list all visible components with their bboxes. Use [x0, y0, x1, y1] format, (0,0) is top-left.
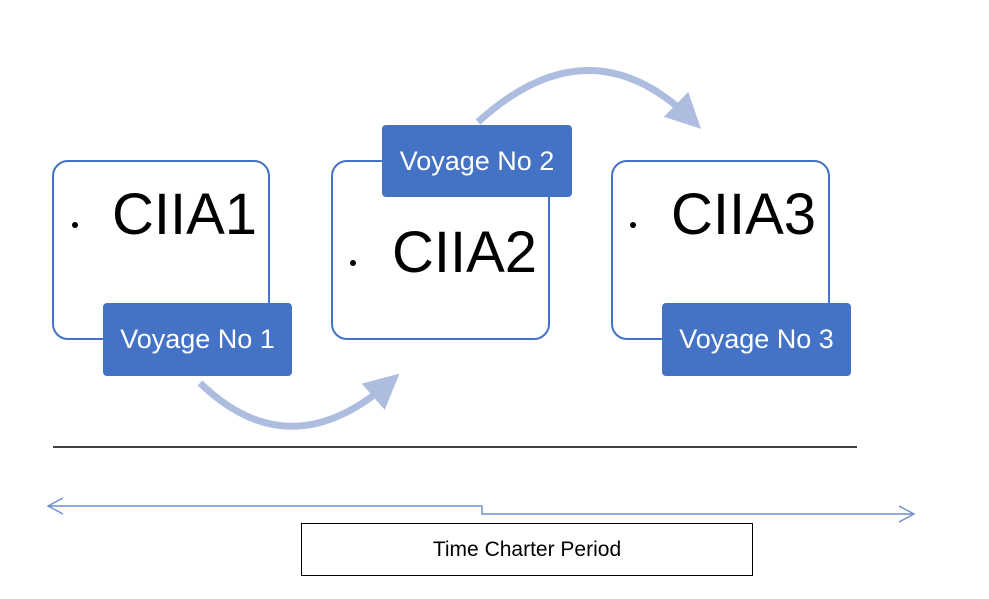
step-label-2: CIIA2: [392, 220, 538, 285]
curved-arrow-2-to-3: [475, 67, 702, 129]
voyage-badge-1: Voyage No 1: [103, 303, 292, 376]
bullet-dot: [350, 260, 356, 266]
time-charter-period-box: Time Charter Period: [301, 523, 753, 576]
bullet-dot: [72, 222, 78, 228]
step-label-3: CIIA3: [671, 182, 817, 247]
voyage-badge-3: Voyage No 3: [662, 303, 851, 376]
time-charter-period-label: Time Charter Period: [432, 537, 622, 561]
step-label-1: CIIA1: [112, 182, 258, 247]
bullet-dot: [630, 222, 636, 228]
timeline-double-arrow: [46, 497, 916, 523]
voyage-badge-2: Voyage No 2: [382, 125, 572, 197]
curved-arrow-1-to-2: [197, 373, 400, 430]
